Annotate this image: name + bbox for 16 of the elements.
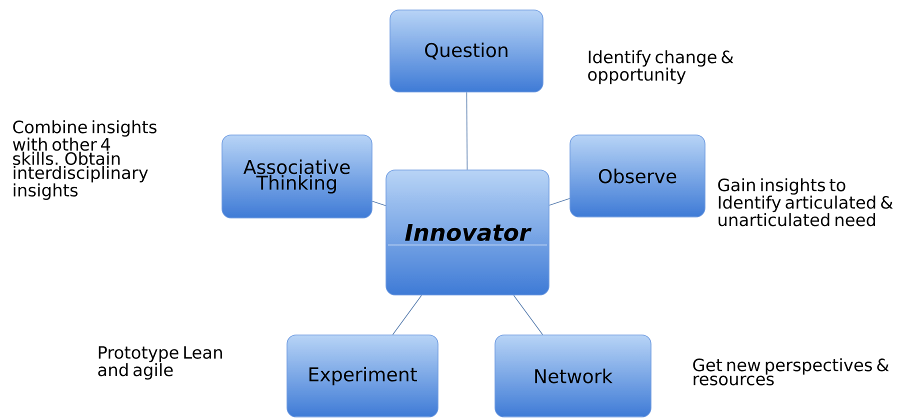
connector-line [392, 295, 422, 335]
skill-box: Associative Thinking [222, 134, 372, 218]
connector-line [549, 198, 570, 206]
description-text: Prototype Lean and agile [98, 346, 222, 380]
description-text: Combine insights with other 4 skills. Obtain interdisciplinary insights [12, 120, 156, 200]
connector-line [513, 295, 544, 335]
description-text: Gain insights to Identify articulated & unarticulated need [718, 178, 893, 226]
connector-line [466, 92, 468, 170]
skill-box: Experiment [286, 334, 438, 418]
skill-box: Question [390, 10, 544, 92]
description-text: Get new perspectives & resources [693, 358, 889, 386]
skill-box: Network [494, 334, 652, 418]
skill-box: Observe [570, 134, 706, 218]
description-text: Identify change & opportunity [588, 50, 734, 84]
connector-line [372, 200, 386, 206]
center-box: Innovator [386, 170, 550, 296]
